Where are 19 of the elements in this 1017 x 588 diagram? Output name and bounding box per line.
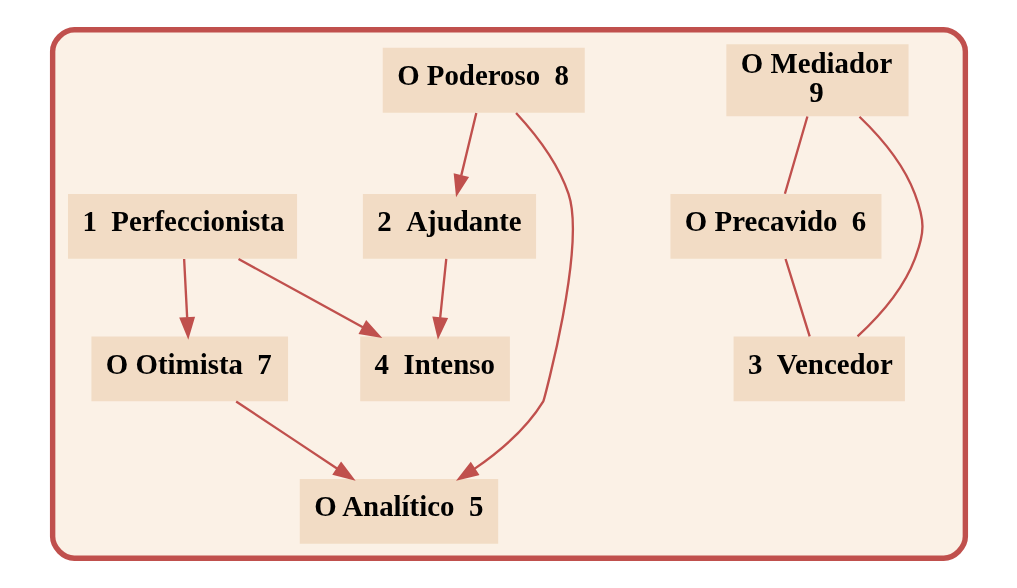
- connector: [856, 115, 924, 338]
- node-box: O Otimista 7: [90, 336, 288, 402]
- node-box: O Poderoso 8: [382, 47, 585, 113]
- node-box: 3 Vencedor: [733, 336, 905, 402]
- connector: [783, 258, 811, 337]
- arrow: [431, 258, 448, 340]
- node-box: O Analítico 5: [299, 478, 498, 544]
- arrow: [237, 257, 382, 339]
- arrow: [235, 400, 356, 481]
- node-box: 2 Ajudante: [362, 193, 536, 259]
- arrow: [178, 258, 195, 340]
- node-box: O Mediador 9: [725, 44, 909, 117]
- arrow: [455, 112, 574, 481]
- arrow: [453, 112, 477, 198]
- connector: [783, 116, 809, 195]
- node-box: 4 Intenso: [359, 336, 510, 402]
- node-box: 1 Perfeccionista: [67, 193, 297, 259]
- cluster: [49, 27, 968, 561]
- node-box: O Precavido 6: [669, 193, 881, 259]
